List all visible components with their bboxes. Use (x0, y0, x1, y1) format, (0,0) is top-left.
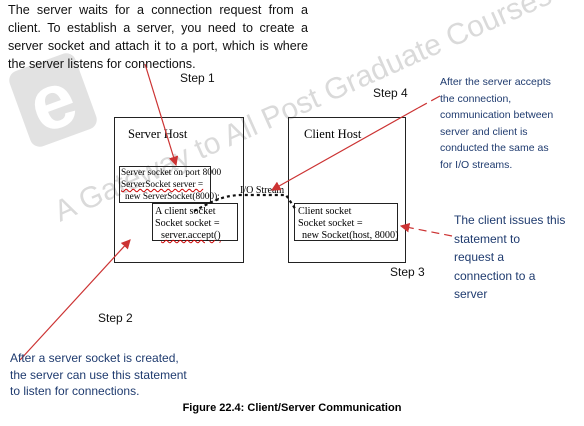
io-stream-label: I/O Stream (240, 185, 285, 196)
client-socket-line1: Client socket (298, 206, 352, 217)
step3-note-line: connection to a (454, 268, 536, 283)
step4-note-line: conducted the same as (440, 142, 549, 154)
step4-note-line: the connection, (440, 92, 512, 105)
step3-note-line: request a (454, 250, 505, 264)
server-socket-line3: new ServerSocket(8000); (125, 192, 220, 202)
step3-note-line: The client issues this (454, 213, 566, 227)
step3-note-line: server (454, 287, 488, 301)
step4-note-line: communication between (440, 109, 554, 121)
step3-note: The client issues this statement to requ… (454, 211, 565, 304)
server-host-box (114, 117, 244, 263)
step3-label: Step 3 (390, 265, 425, 279)
step2-label: Step 2 (98, 311, 133, 325)
step4-note-line: server and client is (440, 125, 528, 138)
figure-caption: Figure 22.4: Client/Server Communication (182, 402, 402, 414)
intro-paragraph: The server waits for a connection reques… (8, 3, 308, 71)
step4-label: Step 4 (373, 86, 408, 100)
client-socket-box (294, 203, 398, 241)
step4-note: After the server accepts the connection,… (440, 74, 553, 173)
step1-label: Step 1 (180, 71, 215, 85)
client-socket-line2: Socket socket = (298, 218, 363, 229)
accept-line1: A client socket (155, 206, 216, 217)
step1-arrow (144, 63, 179, 167)
step4-arrow (417, 95, 441, 109)
client-host-title: Client Host (304, 127, 362, 141)
client-host-box (288, 117, 406, 263)
step2-arrow (19, 239, 131, 361)
step2-note: After a server socket is created, the se… (10, 350, 187, 400)
io-stream-connector (193, 193, 297, 212)
step2-note-line: to listen for connections. (10, 384, 140, 398)
step3-note-line: statement to (454, 231, 521, 246)
client-socket-line3: new Socket(host, 8000) (302, 230, 399, 241)
step2-note-line: After a server socket is created, (10, 351, 179, 365)
step2-note-line: the server can use this statement (10, 367, 187, 382)
accept-line2: Socket socket = (155, 218, 220, 229)
accept-box (152, 203, 238, 241)
step3-arrow (399, 222, 453, 237)
server-socket-line1: Server socket on port 8000 (121, 168, 222, 178)
server-socket-line2: ServerSocket server = (121, 180, 204, 190)
server-socket-box (119, 166, 211, 203)
step4-note-line: After the server accepts (440, 76, 551, 88)
accept-line3: server.accept() (161, 230, 221, 241)
server-host-title: Server Host (128, 127, 188, 141)
step4-note-line: for I/O streams. (440, 158, 513, 171)
step4-arrow-head (270, 107, 419, 191)
